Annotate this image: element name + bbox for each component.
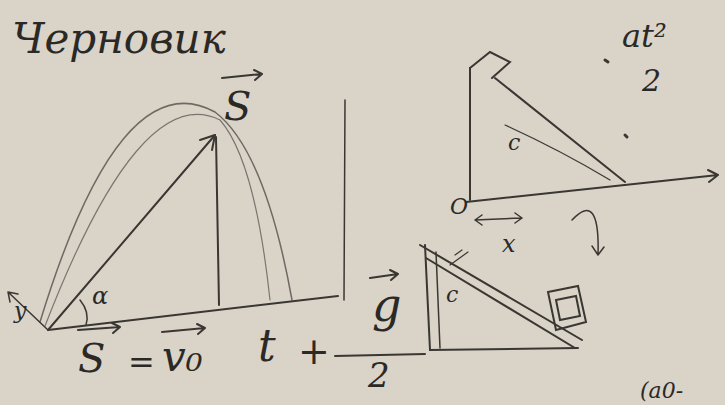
vector-symbol: S: [224, 86, 251, 126]
angle-arc: [80, 300, 87, 325]
vector-arrow: [222, 70, 262, 80]
vector-arrow: [78, 323, 120, 333]
arc: [505, 125, 610, 180]
axis-label: y: [14, 300, 26, 322]
y-axis: [8, 292, 48, 330]
variable: t: [258, 324, 276, 368]
hypotenuse: [495, 78, 625, 182]
arrow-head: [200, 135, 215, 150]
vector-symbol: S: [78, 338, 105, 378]
axis-label: x: [502, 232, 516, 256]
hatch: [450, 250, 468, 265]
point-label: c: [508, 132, 520, 154]
formula-text: at²: [622, 20, 667, 52]
variable: g: [372, 282, 401, 328]
formula-text: (a0-: [640, 380, 683, 402]
point-label: c: [446, 284, 458, 306]
height-line: [436, 252, 440, 348]
block: [548, 286, 586, 330]
trajectory: [40, 103, 292, 322]
curved-arrow: [572, 211, 604, 255]
drop-line: [216, 137, 219, 305]
vertical-side: [469, 68, 471, 200]
distance-arrow: [475, 213, 522, 225]
vector-arrow: [162, 324, 205, 334]
x-axis: [48, 296, 338, 330]
equals-sign: =: [128, 346, 155, 378]
dot: [605, 60, 608, 62]
vector-symbol: v₀: [162, 336, 203, 378]
handwritten-title: Черновик: [12, 18, 226, 60]
wall-line: [344, 100, 345, 300]
fraction-bar: [335, 354, 425, 356]
number: 2: [642, 66, 661, 96]
vector-arrow: [370, 270, 398, 280]
x-axis: [466, 170, 718, 202]
incline-surface: [420, 245, 582, 348]
plus-sign: +: [298, 332, 330, 370]
angle-symbol: α: [92, 284, 108, 308]
right-angle-mark: [470, 52, 510, 78]
dot: [625, 135, 627, 137]
point-label: O: [450, 196, 468, 218]
number: 2: [368, 358, 390, 392]
displacement-vector: [48, 135, 215, 330]
